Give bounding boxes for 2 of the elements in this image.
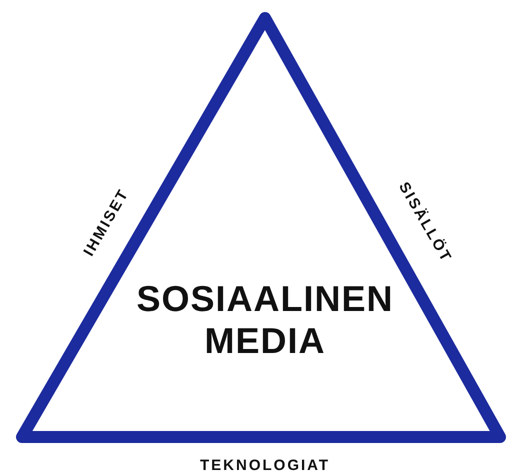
node-title: SOSIAALINEN MEDIA xyxy=(135,278,395,362)
side-label: TEKNOLOGIAT xyxy=(200,456,330,473)
